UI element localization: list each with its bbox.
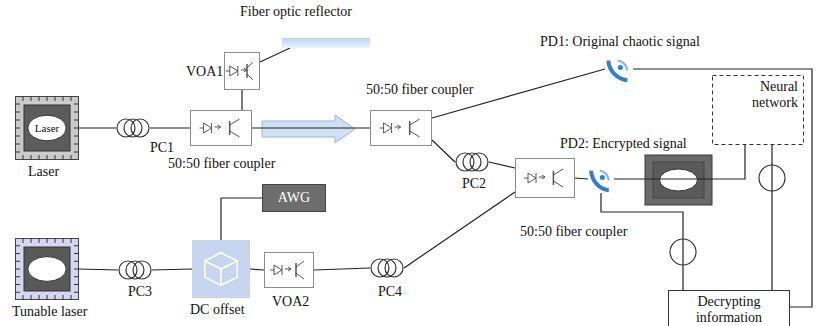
optical-fiber <box>250 269 264 270</box>
optical-fiber <box>489 162 515 168</box>
optical-fiber <box>260 48 290 62</box>
component-label: 50:50 fiber coupler <box>168 156 275 172</box>
optical-fiber <box>404 192 515 268</box>
component-box: 50:50 fiber coupler <box>515 158 575 198</box>
component-nn: Neural network <box>712 75 804 145</box>
component-label: PC2 <box>462 176 486 192</box>
text-holder: Decrypting information <box>668 290 790 326</box>
component-label: PC1 <box>150 140 174 156</box>
component-label: PD1: Original chaotic signal <box>540 34 700 50</box>
component-box: 50:50 fiber coupler <box>190 110 252 146</box>
device-symbol <box>605 55 633 83</box>
component-dc: DC offset <box>192 240 250 298</box>
component-label: Tunable laser <box>12 304 87 320</box>
component-label: Neural network <box>718 79 798 111</box>
neural-chip <box>645 155 712 205</box>
text-holder: Laser <box>15 96 79 160</box>
component-pd: PD2: Encrypted signal <box>588 165 614 193</box>
optical-fiber <box>432 140 455 162</box>
device-symbol <box>192 240 250 298</box>
component-label: 50:50 fiber coupler <box>520 224 627 240</box>
component-chip: LaserLaser <box>15 96 79 160</box>
component-label: Laser <box>35 120 59 136</box>
optical-fiber <box>633 69 812 307</box>
optical-fiber <box>241 90 242 110</box>
text-holder: AWG <box>262 184 326 212</box>
component-pc: PC1 <box>116 118 150 138</box>
text-holder: Neural network <box>712 75 804 145</box>
component-label: PC3 <box>128 284 152 300</box>
device-symbol <box>282 38 370 48</box>
device-symbol <box>588 165 614 193</box>
component-pd: PD1: Original chaotic signal <box>605 55 633 83</box>
component-box: VOA1 <box>224 52 260 90</box>
optical-isolator <box>262 115 355 143</box>
optical-fiber <box>252 127 370 128</box>
component-chip: Tunable laser <box>15 238 79 300</box>
device-symbol <box>370 258 404 278</box>
component-pc: PC2 <box>455 152 489 172</box>
component-label: Decrypting information <box>668 294 790 326</box>
component-label: 50:50 fiber coupler <box>366 82 473 98</box>
component-label: Fiber optic reflector <box>240 4 352 20</box>
device-symbol <box>515 158 575 198</box>
component-label: PC4 <box>378 284 402 300</box>
optical-fiber <box>314 268 370 270</box>
optical-fiber <box>221 198 262 240</box>
device-symbol <box>116 118 150 138</box>
device-symbol <box>118 260 152 280</box>
device-symbol <box>370 110 432 146</box>
component-box: 50:50 fiber coupler <box>370 110 432 146</box>
component-label: DC offset <box>190 302 245 318</box>
component-label: VOA1 <box>186 64 223 80</box>
component-awg: AWG <box>262 184 326 212</box>
optical-fiber <box>150 127 190 128</box>
component-label: AWG <box>278 190 310 206</box>
component-label: PD2: Encrypted signal <box>560 136 687 152</box>
component-plain: Decrypting information <box>668 290 790 326</box>
component-label: Laser <box>28 164 59 180</box>
device-symbol <box>190 110 252 146</box>
component-box: VOA2 <box>264 252 314 288</box>
component-bar: Fiber optic reflector <box>282 38 370 48</box>
device-symbol <box>455 152 489 172</box>
component-label: VOA2 <box>272 294 309 310</box>
component-pc: PC4 <box>370 258 404 278</box>
optical-fiber <box>79 127 116 128</box>
optical-fiber <box>152 269 192 270</box>
optical-fiber <box>575 178 588 179</box>
device-symbol <box>15 238 79 300</box>
device-symbol <box>264 252 314 288</box>
device-symbol <box>224 52 260 90</box>
optical-fiber <box>601 193 683 290</box>
optical-fiber <box>79 269 118 270</box>
component-pc: PC3 <box>118 260 152 280</box>
optical-fiber <box>771 145 772 290</box>
